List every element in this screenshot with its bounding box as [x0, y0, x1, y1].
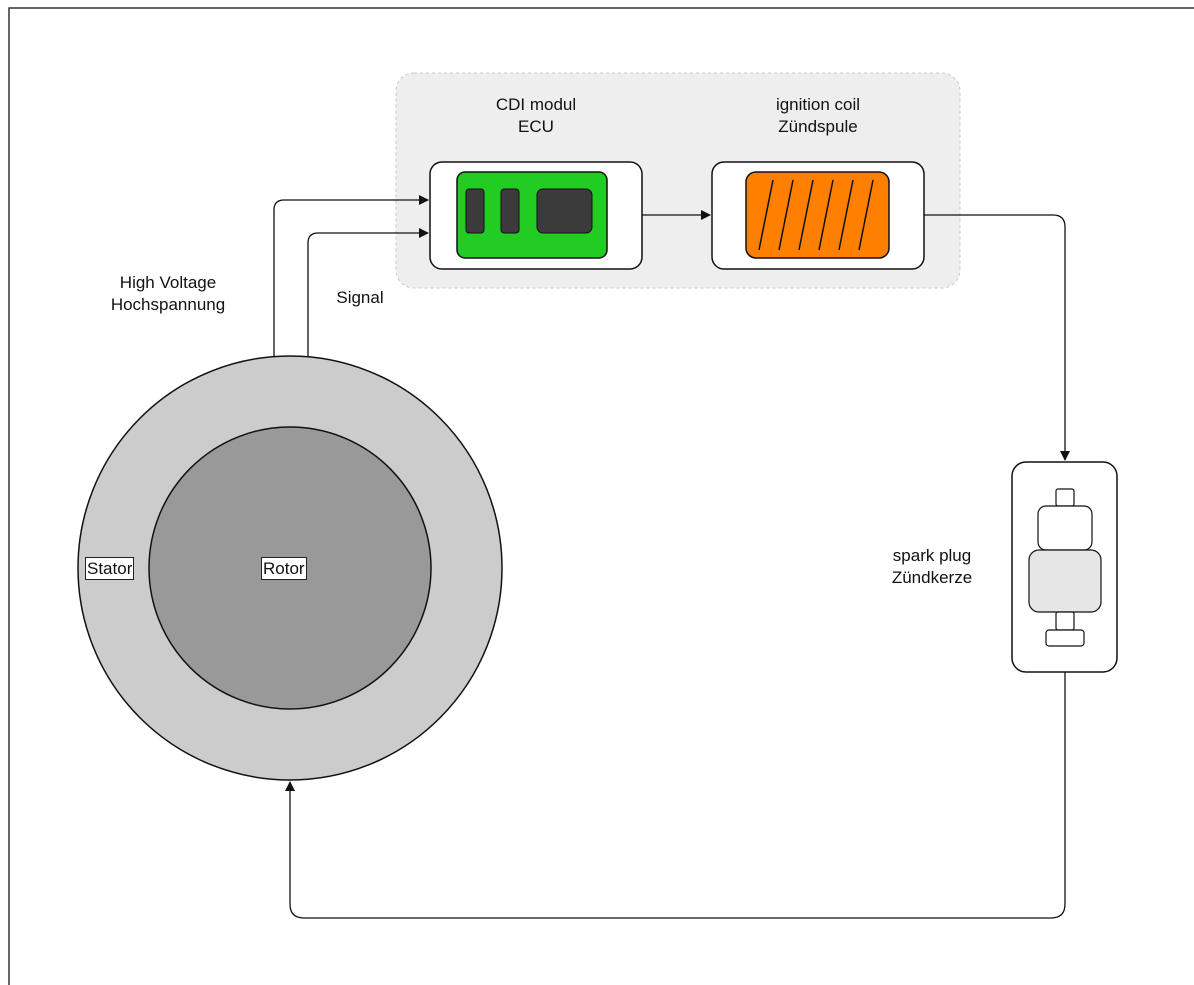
spark-plug-thread — [1055, 611, 1075, 631]
signal-connector — [307, 228, 429, 356]
cdi-module-label: CDI modul ECU — [456, 94, 616, 138]
rotor-label: Rotor — [261, 557, 307, 580]
frame-border — [8, 7, 1194, 985]
coil-label-line1: ignition coil — [775, 95, 861, 114]
ecu-chip-small-1 — [465, 188, 485, 234]
spark-plug-line2: Zündkerze — [891, 568, 973, 587]
cdi-label-line1: CDI modul — [495, 95, 577, 114]
ecu-chip-large — [536, 188, 593, 234]
high-voltage-label: High Voltage Hochspannung — [88, 272, 248, 316]
cdi-label-line2: ECU — [518, 117, 554, 136]
ignition-coil-label: ignition coil Zündspule — [738, 94, 898, 138]
spark-plug-line1: spark plug — [892, 546, 972, 565]
high-voltage-connector — [273, 195, 429, 356]
signal-label: Signal — [336, 288, 384, 307]
coil-winding-icon — [745, 171, 890, 259]
high-voltage-line2: Hochspannung — [110, 295, 226, 314]
spark-plug-terminal — [1055, 488, 1075, 507]
spark-plug-label: spark plug Zündkerze — [862, 545, 1002, 589]
high-voltage-line1: High Voltage — [119, 273, 217, 292]
spark-plug-electrode — [1045, 629, 1085, 647]
plug-to-stator-connector — [285, 672, 1066, 919]
coil-winding-lines — [758, 179, 874, 251]
coil-label-line2: Zündspule — [778, 117, 858, 136]
spark-plug-insulator — [1037, 505, 1093, 551]
spark-plug-body — [1028, 549, 1102, 613]
stator-label: Stator — [85, 557, 135, 580]
coil-to-plug-connector — [924, 214, 1070, 461]
ecu-chip-small-2 — [500, 188, 520, 234]
